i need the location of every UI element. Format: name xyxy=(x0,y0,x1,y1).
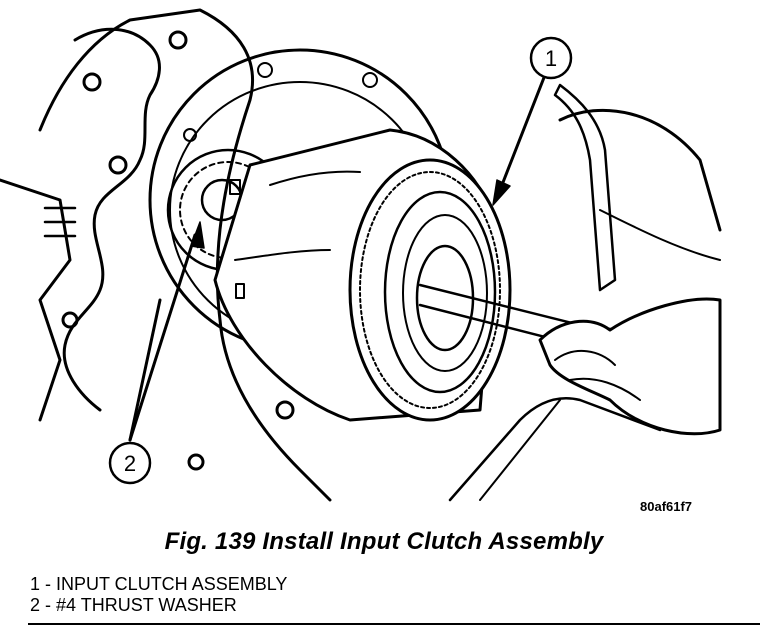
legend-item-1: 1 - INPUT CLUTCH ASSEMBLY xyxy=(30,574,288,594)
case-bolt-hole xyxy=(187,453,205,471)
leader-line-1 xyxy=(498,73,547,192)
leader-arrow-2a xyxy=(190,221,205,249)
case-edge-left xyxy=(0,178,72,422)
callout-2-number: 2 xyxy=(124,451,136,476)
drum-tab xyxy=(235,283,245,299)
holding-tool xyxy=(553,83,617,292)
clutch-face-ring xyxy=(402,214,488,372)
case-outline-right xyxy=(558,108,722,232)
legend-item-2: 2 - #4 THRUST WASHER xyxy=(30,595,237,615)
leader-arrow-1 xyxy=(492,179,511,206)
gasket-bolt-hole xyxy=(168,30,188,50)
ring-bolt-hole xyxy=(362,72,378,88)
gasket-bolt-hole xyxy=(82,72,102,92)
divider-rule xyxy=(28,623,760,625)
case-line-right xyxy=(599,209,721,261)
gasket-outline xyxy=(62,27,161,412)
leader-line-2b xyxy=(128,298,162,442)
gasket-bolt-hole xyxy=(108,155,128,175)
ring-bolt-hole xyxy=(183,128,197,142)
drum-tab xyxy=(229,179,241,195)
callout-legend: 1 - INPUT CLUTCH ASSEMBLY 2 - #4 THRUST … xyxy=(30,574,287,616)
clutch-face-ring xyxy=(383,190,497,394)
hand-finger xyxy=(569,377,641,401)
drum-band xyxy=(269,170,361,186)
hand-outline xyxy=(538,297,722,436)
case-line-bottom xyxy=(448,396,662,502)
figure-caption: Fig. 139 Install Input Clutch Assembly xyxy=(164,528,604,555)
drum-band xyxy=(234,249,331,261)
case-bolt-hole xyxy=(275,400,295,420)
leader-line-2a xyxy=(128,233,197,442)
image-code: 80af61f7 xyxy=(640,499,693,514)
illustration-input-clutch-install: 1 2 xyxy=(0,8,722,502)
case-line-bottom xyxy=(479,399,561,501)
case-outline-left xyxy=(38,8,332,502)
ring-bolt-hole xyxy=(257,62,273,78)
gasket-bolt-hole xyxy=(61,311,79,329)
clutch-teeth-ring xyxy=(359,171,501,409)
callout-1-number: 1 xyxy=(545,46,557,71)
callout-2: 2 xyxy=(108,441,152,485)
hand-finger xyxy=(554,349,616,366)
callout-1: 1 xyxy=(529,36,573,80)
stub-bolt xyxy=(43,206,77,238)
